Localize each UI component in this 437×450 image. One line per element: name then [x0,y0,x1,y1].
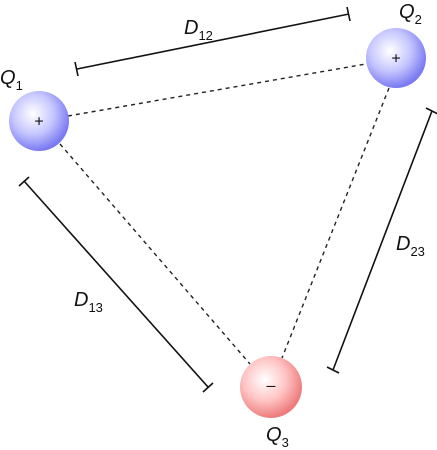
charge-q3-sphere [240,356,302,418]
charge-q2-sign: + [391,51,400,68]
label-q1: Q1 [0,67,23,93]
label-d23: D23 [396,233,425,259]
charge-q1: + [9,91,69,151]
dimension-d23 [326,107,437,374]
label-q3: Q3 [266,424,289,450]
charge-q3: – [240,356,302,418]
line-q1-q2 [67,63,367,117]
line-q1-q3 [59,143,251,365]
label-d13: D13 [74,289,103,315]
line-q2-q3 [281,87,390,359]
charge-q3-sign: – [267,378,276,395]
charge-q2: + [366,28,426,88]
dimension-d12 [74,6,351,77]
label-d12: D12 [184,17,213,43]
label-q2: Q2 [399,1,422,27]
dimension-d13 [18,176,214,393]
charge-q2-sphere [366,28,426,88]
charge-q1-sign: + [34,114,43,131]
charge-q1-sphere [9,91,69,151]
